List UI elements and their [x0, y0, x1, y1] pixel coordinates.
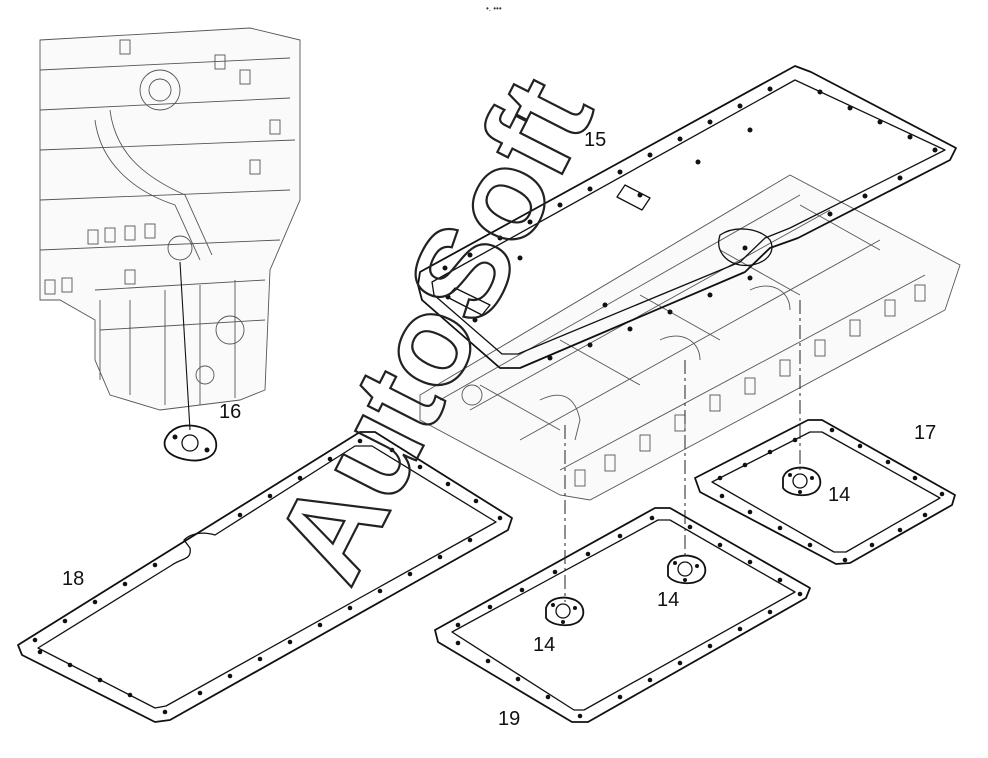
seal-ring-part-14c [545, 596, 585, 627]
callout-17: 17 [914, 422, 936, 444]
callout-16: 16 [219, 401, 241, 423]
callout-15: 15 [584, 129, 606, 151]
oil-pan-gasket-part-19 [434, 507, 811, 723]
callout-14-left: 14 [533, 634, 555, 656]
callout-19: 19 [498, 708, 520, 730]
gasket-part-15 [417, 65, 957, 369]
engine-block-illustration [39, 27, 301, 411]
callout-14-right: 14 [828, 484, 850, 506]
leader-lines [179, 261, 801, 602]
oil-pan-gasket-part-17 [694, 419, 956, 565]
header-mark: •. ••• [486, 4, 502, 13]
callout-18: 18 [62, 568, 84, 590]
long-gasket-part-18 [17, 431, 513, 723]
seal-ring-part-14a [782, 466, 822, 497]
seal-ring-part-14b [667, 554, 707, 585]
lower-crankcase-illustration [419, 174, 961, 501]
callout-14-middle: 14 [657, 589, 679, 611]
flange-gasket-part-16 [163, 424, 218, 462]
